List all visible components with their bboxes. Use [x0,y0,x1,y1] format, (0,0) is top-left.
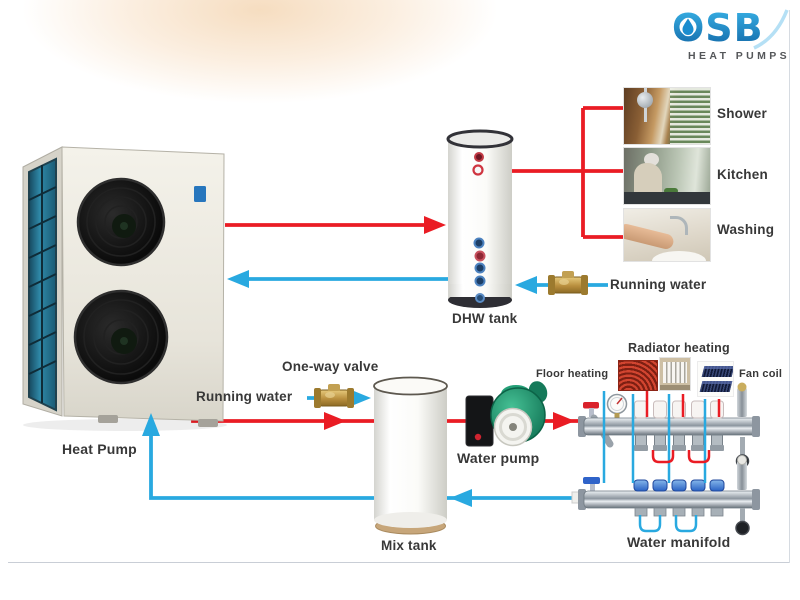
floor-heating-label: Floor heating [536,368,609,380]
fan-bottom-icon [73,289,169,385]
radiator-photo [659,357,691,391]
arrow-left-icon [515,276,537,294]
pump-indicator [474,433,482,441]
tank-port [474,262,486,274]
arrow-right-icon [349,389,371,407]
fan-coil-label: Fan coil [739,368,783,380]
brand-badge-icon [194,186,206,202]
air-vent [737,461,747,490]
manifold-bar [583,417,759,436]
arrow-left-icon [450,489,472,507]
logo-mark: OSB [672,6,789,50]
arrow-left-icon [227,270,249,288]
kitchen-label: Kitchen [717,167,768,182]
manifold-end-cap [752,489,760,510]
fan-coil-photo [697,361,734,397]
washing-label: Washing [717,222,775,237]
fan-top-icon [76,177,166,267]
frame-right-line [789,10,790,563]
running-water-mix-label: Running water [196,389,293,404]
mix-tank [373,376,448,535]
drain-knob [735,520,750,536]
arrow-up-icon [142,413,160,436]
mix-tank-top [373,376,448,396]
water-pump-label: Water pump [457,450,540,466]
valve-stem [590,484,595,492]
tank-port [473,237,485,249]
running-water-dhw-label: Running water [610,277,707,292]
heat-pump-shadow [23,419,227,431]
radiator-heating-label: Radiator heating [628,341,730,355]
valve-stem [589,408,594,417]
return-manifold [571,455,760,536]
manifold-bar [583,490,759,509]
heat-pump-label: Heat Pump [62,441,137,457]
mix-tank-body [374,386,447,520]
arrow-right-icon [553,412,575,430]
mix-tank-bottom [374,512,447,528]
window-blinds [670,88,710,144]
shower-label: Shower [717,106,767,121]
dhw-tank-body-lower [449,284,511,297]
gauge-stem [614,413,620,419]
washing-photo [623,208,711,262]
tank-port [474,275,486,287]
brand-logo: OSB HEAT PUMPS [666,4,792,66]
drain-stem [740,437,745,459]
heat-pump-foot [98,415,118,423]
heat-pump-unit [22,146,227,431]
heat-pump-foot [198,419,218,427]
drain-stem [740,508,745,524]
shower-photo [623,87,711,145]
tank-port [472,164,484,176]
dhw-tank [446,129,514,308]
pump-faceplate-center [509,423,517,431]
dhw-tank-label: DHW tank [452,311,518,326]
lockshield-valves [634,434,724,451]
water-pump [465,381,548,447]
dhw-tank-top [446,129,514,149]
one-way-valve-icon [314,384,354,408]
manifold-end-cap [752,416,760,437]
logo-tagline: HEAT PUMPS [688,50,791,62]
shower-head-icon [637,92,653,108]
circuit-connections [602,391,721,533]
water-manifold-label: Water manifold [627,534,731,550]
air-vent-cap [737,382,747,392]
air-vent [737,388,747,417]
one-way-valve-label: One-way valve [282,359,379,374]
tank-port [474,250,486,262]
red-valve-handle [583,402,599,409]
tank-port [474,152,484,162]
blue-caps [633,479,725,492]
tank-port [475,293,485,303]
floor-heating-photo [618,360,658,391]
logo-swoosh [753,9,789,50]
arrow-right-icon [424,216,446,234]
coil-frame-lines [28,165,57,403]
return-nuts [634,507,724,517]
mix-tank-label: Mix tank [381,538,437,553]
water-drop-icon [682,18,694,35]
blue-valve-handle [583,477,600,484]
gauge-needle [616,397,623,405]
kitchen-photo [623,147,711,205]
check-valve-icon [548,271,588,295]
arrow-right-icon [324,412,346,430]
pump-faceplate-ring [499,413,527,441]
frame-bottom-line [8,562,789,563]
air-vent-cap [737,455,747,465]
flow-arrows [142,216,575,507]
